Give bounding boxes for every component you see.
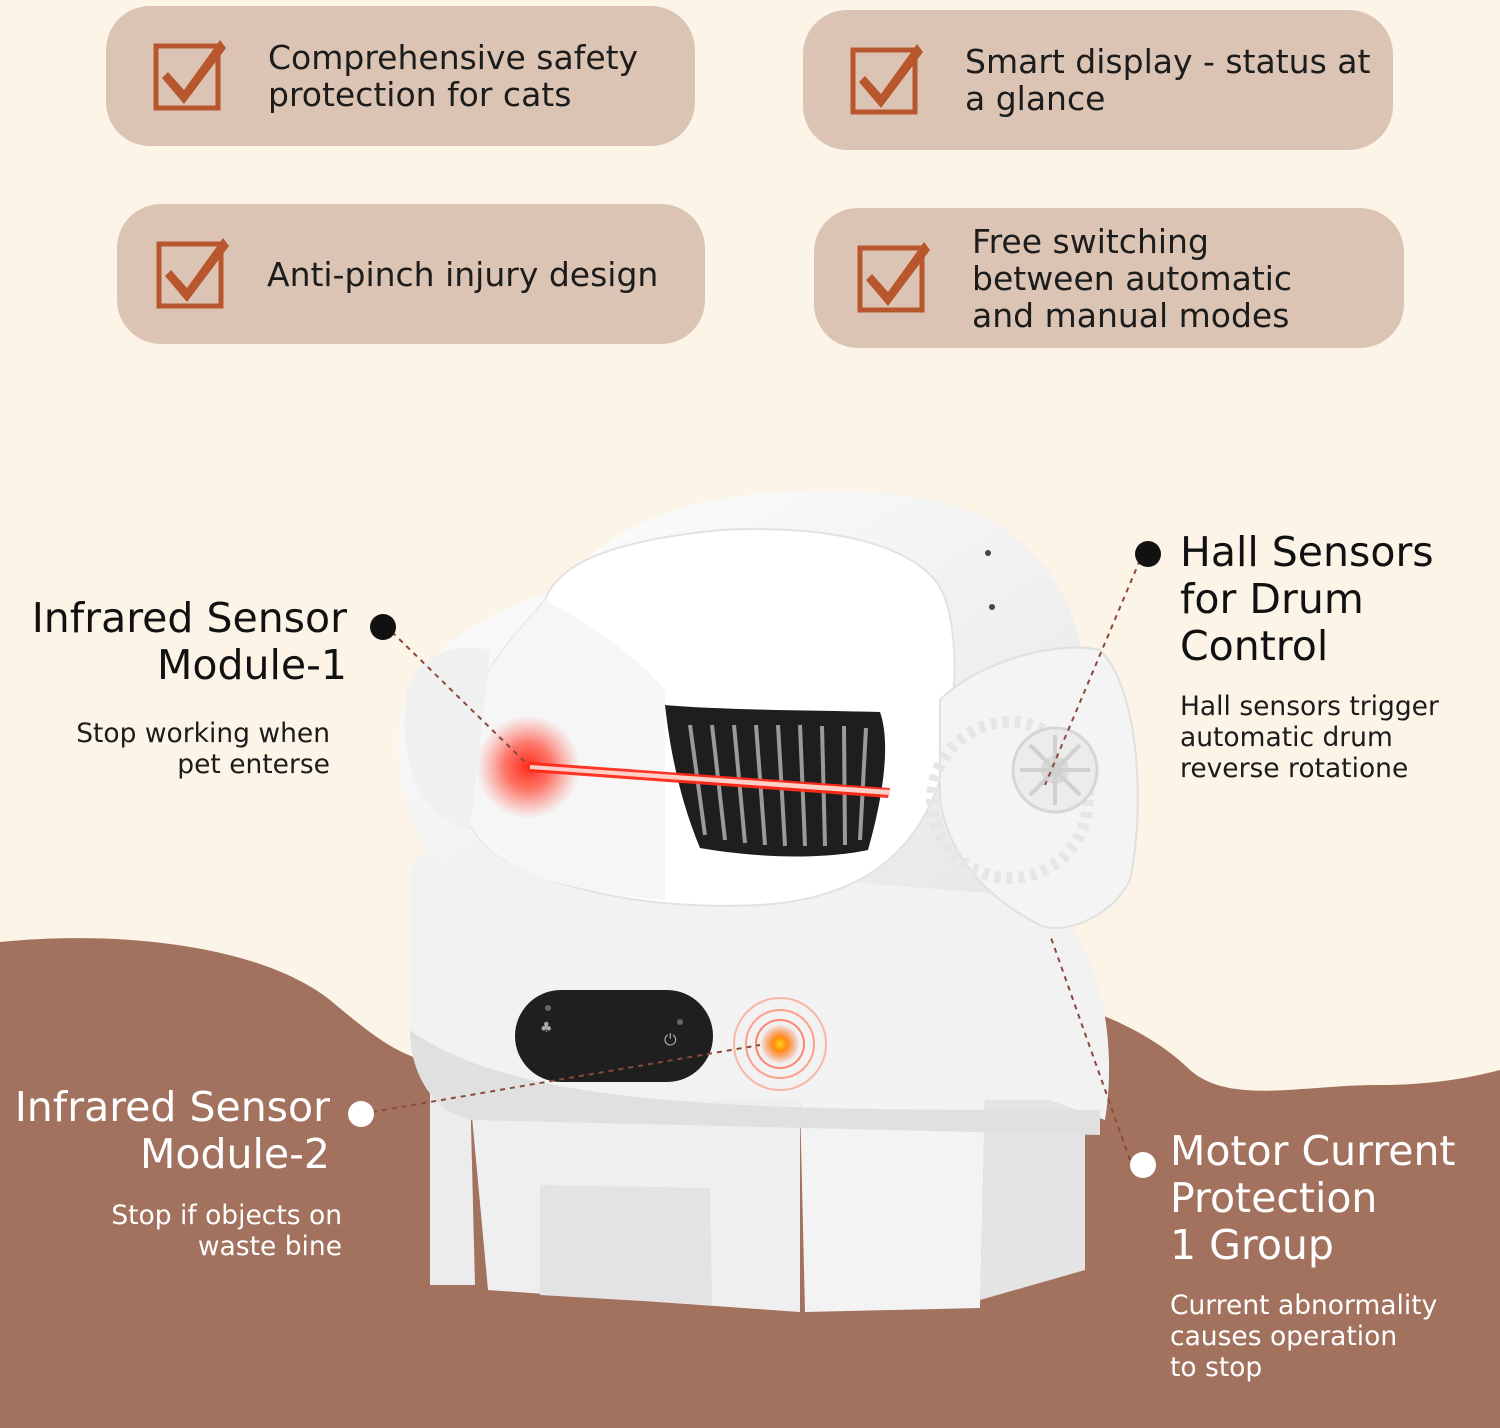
callout-ir2-title: Infrared Sensor Module-2 (14, 1083, 330, 1178)
feature-text: Anti-pinch injury design (267, 254, 659, 294)
callout-motor-desc: Current abnormality causes operation to … (1170, 1290, 1438, 1383)
checkbox-check-icon (850, 44, 923, 115)
svg-text:⏻: ⏻ (664, 1030, 677, 1049)
callout-hall-title: Hall Sensors for Drum Control (1180, 528, 1434, 670)
feature-pill-safety: Comprehensive safety protection for cats (106, 6, 695, 146)
feature-pill-modes: Free switching between automatic and man… (814, 208, 1404, 348)
feature-pill-display: Smart display - status at a glance (803, 10, 1393, 150)
feature-text: Free switching between automatic and man… (972, 221, 1293, 335)
callout-hall-desc: Hall sensors trigger automatic drum reve… (1180, 691, 1439, 784)
callout-dot-ir2 (348, 1101, 374, 1127)
checkbox-check-icon (156, 238, 229, 309)
feature-pill-anti-pinch: Anti-pinch injury design (117, 204, 705, 344)
checkbox-check-icon (153, 40, 226, 111)
feature-text: Smart display - status at a glance (965, 42, 1371, 118)
callout-dot-hall (1135, 541, 1161, 567)
callout-ir1-title: Infrared Sensor Module-1 (31, 594, 347, 689)
feature-text: Comprehensive safety protection for cats (268, 38, 639, 114)
callout-ir1-desc: Stop working when pet enterse (76, 718, 330, 780)
callout-motor-title: Motor Current Protection 1 Group (1170, 1127, 1456, 1269)
svg-text:♣: ♣ (540, 1020, 553, 1036)
callout-dot-motor (1130, 1152, 1156, 1178)
checkbox-check-icon (857, 242, 930, 313)
callout-dot-ir1 (370, 614, 396, 640)
callout-ir2-desc: Stop if objects on waste bine (111, 1200, 342, 1262)
